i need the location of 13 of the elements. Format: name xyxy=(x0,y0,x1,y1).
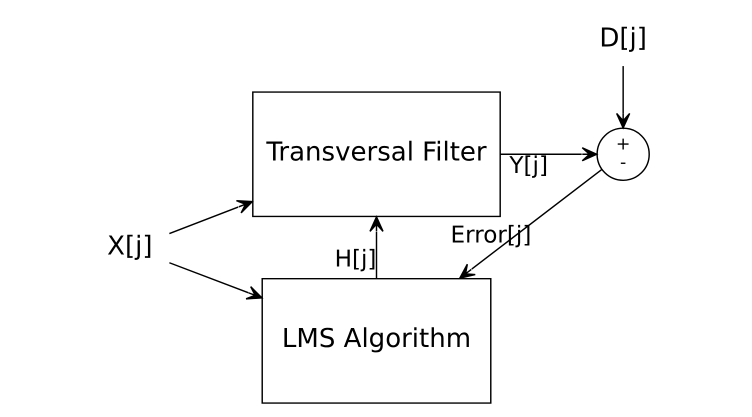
node-box: Transversal Filter xyxy=(252,91,500,218)
edge-label: H[j] xyxy=(334,246,376,272)
arrow xyxy=(615,66,630,129)
arrow xyxy=(500,147,597,162)
edge-label: Y[j] xyxy=(508,152,548,179)
node-box: LMS Algorithm xyxy=(261,278,491,404)
arrow xyxy=(368,216,384,279)
node-text: D[j] xyxy=(598,23,646,54)
node-text: X[j] xyxy=(106,232,152,262)
arrow xyxy=(168,262,262,300)
arrow xyxy=(458,169,602,279)
node-circle: + - xyxy=(596,127,650,182)
arrow xyxy=(168,200,252,234)
